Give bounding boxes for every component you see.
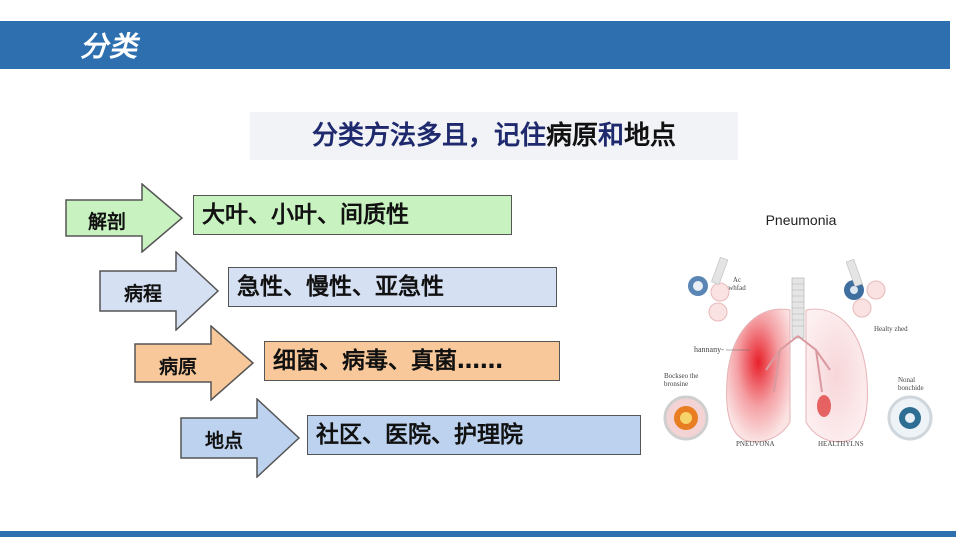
arrow-location (179, 398, 301, 478)
page-title: 分类 (80, 30, 139, 63)
arrow-label-anatomy: 解剖 (88, 211, 127, 233)
figure-title: Pneumonia (765, 212, 837, 228)
footer-bar (0, 531, 956, 537)
figure-label-hannany: hannany- (694, 345, 724, 354)
subtitle-part-3: 和 (598, 121, 625, 151)
header-bar: 分类 (0, 21, 950, 69)
pneumonia-figure: Pneumonia (662, 200, 940, 475)
arrow-label-location: 地点 (205, 430, 244, 452)
figure-label-top-left: Ac whfad (728, 276, 746, 292)
arrow-pathogen (133, 325, 255, 401)
subtitle-part-1: 分类方法多且，记住 (311, 121, 546, 151)
subtitle-part-2: 病原 (545, 121, 598, 151)
figure-label-top-right: Healty zhed (874, 325, 908, 333)
figure-label-left-circle: Bockseo the bronsine (664, 372, 699, 388)
figure-label-right-circle: Nonal bonchide (898, 376, 924, 392)
arrow-label-course: 病程 (124, 283, 163, 305)
content-box-course: 急性、慢性、亚急性 (228, 267, 557, 307)
content-box-pathogen: 细菌、病毒、真菌…… (264, 341, 560, 381)
figure-label-bottom-right: HEALTHYLNS (818, 440, 864, 448)
arrow-anatomy (64, 183, 184, 253)
figure-label-bottom-left: PNEUVONA (736, 440, 775, 448)
subtitle-part-4: 地点 (624, 121, 677, 151)
arrow-label-pathogen: 病原 (159, 356, 198, 378)
content-box-anatomy: 大叶、小叶、间质性 (193, 195, 512, 235)
subtitle: 分类方法多且，记住病原和地点 (250, 112, 738, 160)
arrow-course (98, 251, 220, 331)
content-box-location: 社区、医院、护理院 (307, 415, 641, 455)
lungs-illustration (663, 256, 933, 443)
